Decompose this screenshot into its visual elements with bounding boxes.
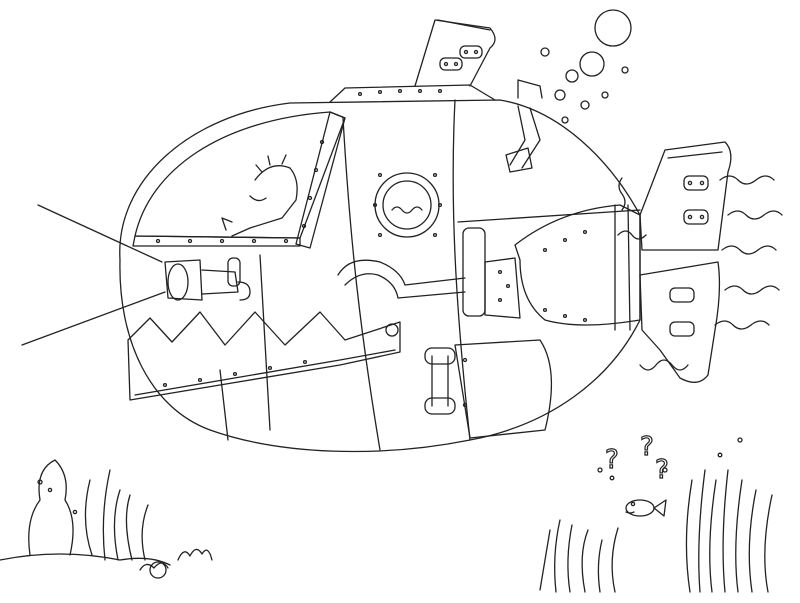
question-marks: ? ? ?	[604, 431, 669, 485]
seabed-left	[0, 460, 212, 578]
pilot-figure	[222, 155, 297, 236]
headlight-beams	[22, 205, 165, 345]
submarine-hull	[120, 100, 640, 451]
question-mark: ?	[655, 455, 669, 485]
cockpit	[133, 112, 345, 248]
hull-seams	[220, 100, 640, 450]
headlight	[165, 258, 250, 300]
seabed-right	[540, 438, 772, 592]
small-fish	[626, 500, 666, 516]
engine-pipe	[338, 205, 640, 330]
periscope	[506, 80, 542, 172]
bubbles	[541, 10, 631, 123]
jaw-teeth	[128, 312, 400, 400]
conning-tower	[330, 20, 495, 102]
side-fin	[425, 340, 551, 438]
question-mark: ?	[605, 445, 619, 475]
tail-fin-top	[640, 142, 731, 250]
tail-fin-bottom	[640, 262, 719, 382]
porthole	[374, 173, 442, 237]
wake-squiggles	[618, 176, 782, 370]
question-mark: ?	[640, 432, 654, 462]
